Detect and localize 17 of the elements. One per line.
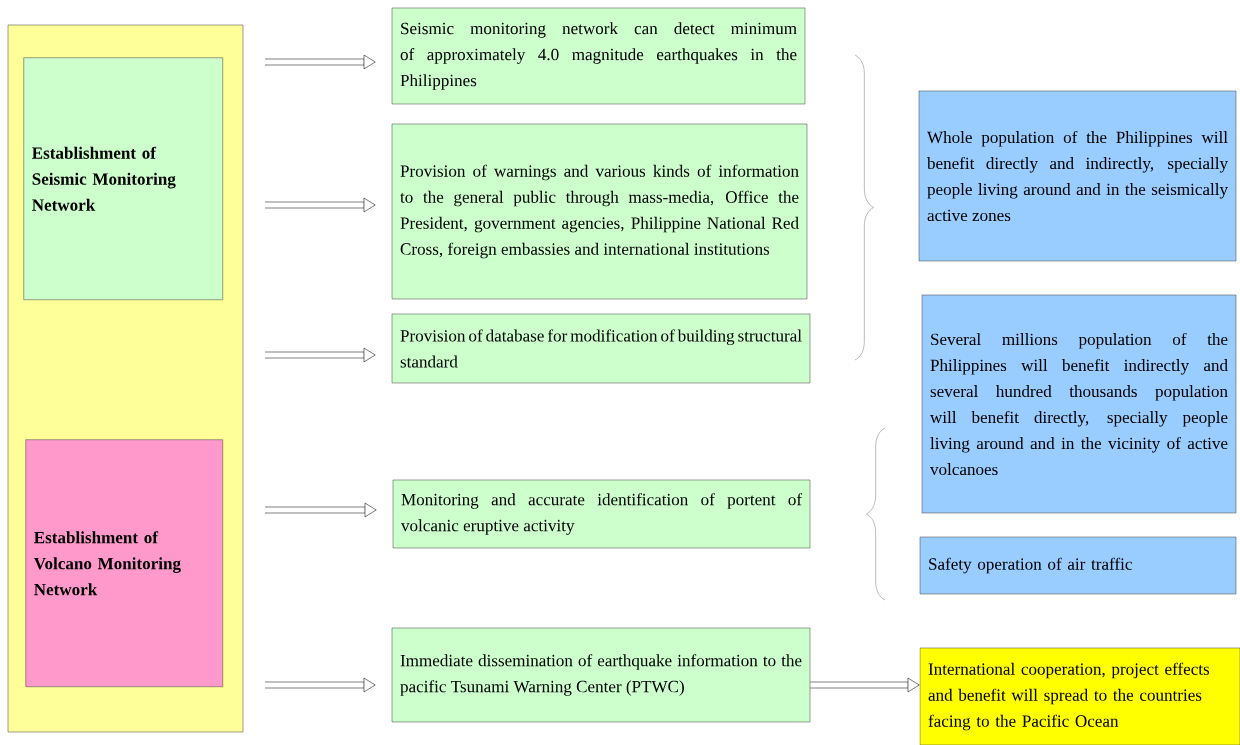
text-box: Safety operation of air traffic bbox=[919, 536, 1237, 595]
arrow bbox=[265, 54, 376, 70]
text-box: Establishment of Volcano Monitoring Network bbox=[25, 439, 223, 687]
arrow bbox=[810, 677, 920, 693]
text-box: Monitoring and accurate identification of portent of volcanic eruptive activity bbox=[392, 479, 811, 549]
text-box: Provision of database for modification of building structural standard bbox=[391, 313, 811, 384]
arrow bbox=[265, 677, 376, 693]
arrow bbox=[265, 347, 376, 363]
text-box: Whole population of the Philippines will benefit directly and indirectly, specially people living around and in the seismically active zones bbox=[918, 90, 1237, 262]
text-box: Provision of warnings and various kinds of information to the general public through mass-media, Office the President, government agencies, Philippine National Red Cross, foreign embassies and international institutions bbox=[391, 123, 808, 300]
arrow bbox=[265, 502, 377, 518]
text-box: International cooperation, project effects and benefit will spread to the countries facing to the Pacific Ocean bbox=[919, 647, 1240, 745]
arrow bbox=[265, 197, 376, 213]
text-box: Seismic monitoring network can detect minimum of approximately 4.0 magnitude earthquakes in the Philippines bbox=[391, 7, 806, 105]
text-box: Immediate dissemination of earthquake information to the pacific Tsunami Warning Center (PTWC) bbox=[391, 627, 811, 723]
text-box: Establishment of Seismic Monitoring Network bbox=[23, 57, 223, 300]
text-box: Several millions population of the Philippines will benefit indirectly and several hundred thousands population will benefit directly, specially people living around and in the vicinity of active volcanoes bbox=[921, 294, 1237, 514]
